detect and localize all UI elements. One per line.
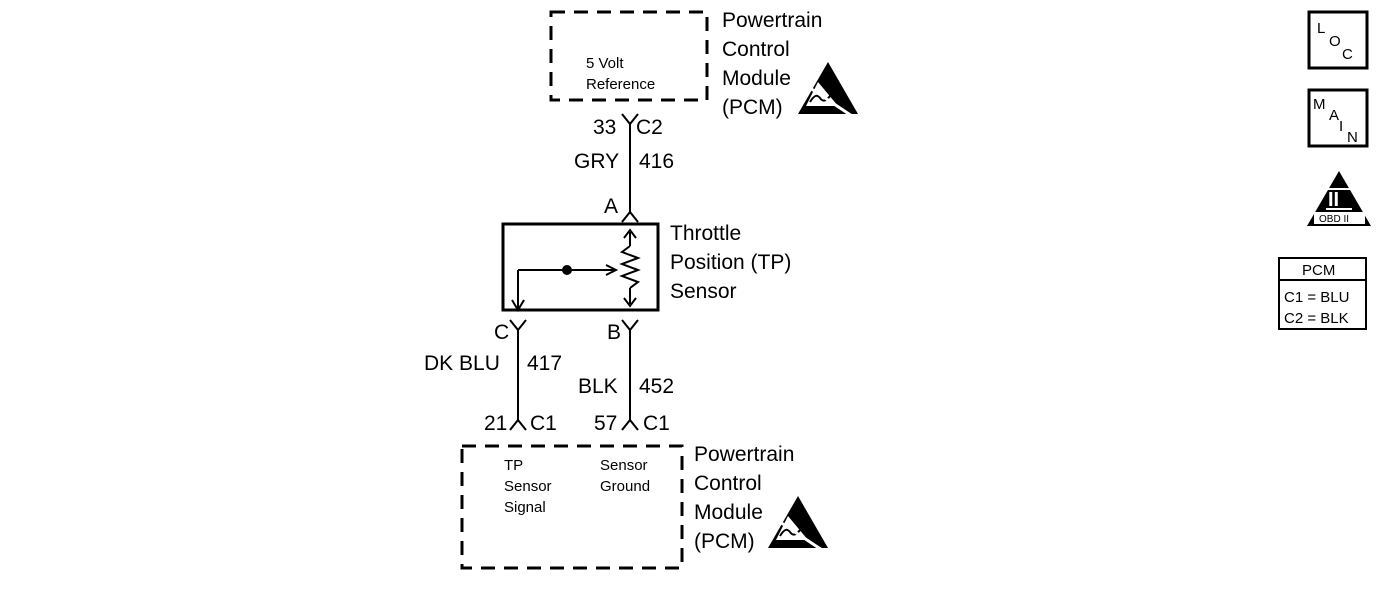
pcm-top-pin: 33 (593, 116, 616, 139)
svg-text:O: O (1329, 33, 1341, 50)
svg-text:N: N (1347, 129, 1358, 146)
svg-text:I: I (1339, 118, 1343, 135)
pcm-bottom-name-line4: (PCM) (694, 530, 755, 553)
tp-signal-line1: TP (504, 457, 523, 474)
connector-symbol (509, 319, 527, 332)
pcm-bottom-pin-left: 21 (484, 412, 507, 435)
wire-top-circuit: 416 (639, 150, 674, 173)
main-icon[interactable]: M A I N (1307, 88, 1369, 148)
tp-name-line1: Throttle (670, 222, 741, 245)
pcm-top-name-line2: Control (722, 38, 790, 61)
connector-symbol (509, 418, 527, 431)
pcm-top-ref-line2: Reference (586, 76, 655, 93)
pcm-bottom-connector-left: C1 (530, 412, 557, 435)
tp-pin-a: A (604, 195, 618, 218)
pcm-legend-title: PCM (1302, 262, 1335, 279)
tp-pin-b: B (607, 321, 621, 344)
pcm-top-name-line1: Powertrain (722, 9, 822, 32)
pcm-bottom-name-line1: Powertrain (694, 443, 794, 466)
tp-name-line2: Position (TP) (670, 251, 791, 274)
pcm-top-ref-line1: 5 Volt (586, 55, 624, 72)
tp-sensor-box (501, 222, 660, 312)
pcm-legend-row-2: C2 = BLK (1284, 310, 1349, 327)
wire-b-color: BLK (578, 375, 618, 398)
obd-ii-icon[interactable]: II OBD II (1307, 171, 1371, 226)
wire-c-circuit: 417 (527, 352, 562, 375)
pcm-top-name-line3: Module (722, 67, 791, 90)
pcm-bottom-connector-right: C1 (643, 412, 670, 435)
sensor-ground-line2: Ground (600, 478, 650, 495)
pcm-bottom-box (460, 444, 684, 570)
pcm-legend-row-1: C1 = BLU (1284, 289, 1349, 306)
connector-symbol (621, 210, 639, 223)
pcm-bottom-name-line3: Module (694, 501, 763, 524)
loc-icon[interactable]: L O C (1307, 10, 1369, 70)
tp-signal-line2: Sensor (504, 478, 552, 495)
svg-text:A: A (1329, 107, 1339, 124)
wire-c-color: DK BLU (424, 352, 500, 375)
potentiometer-symbol (511, 228, 641, 312)
pcm-bottom-pin-right: 57 (594, 412, 617, 435)
svg-text:OBD II: OBD II (1319, 214, 1349, 225)
svg-text:II: II (1328, 189, 1339, 211)
svg-text:M: M (1313, 96, 1326, 113)
pcm-top-box (549, 10, 709, 102)
esd-warning-icon (767, 496, 829, 556)
connector-symbol (621, 418, 639, 431)
pcm-bottom-name-line2: Control (694, 472, 762, 495)
tp-pin-c: C (494, 321, 509, 344)
tp-name-line3: Sensor (670, 280, 737, 303)
esd-warning-icon (797, 62, 859, 122)
sensor-ground-line1: Sensor (600, 457, 648, 474)
wire-b-circuit: 452 (639, 375, 674, 398)
pcm-connector-legend: PCM C1 = BLU C2 = BLK (1278, 257, 1367, 330)
connector-symbol (621, 319, 639, 332)
wire-top-color: GRY (574, 150, 619, 173)
svg-text:L: L (1317, 20, 1325, 37)
tp-signal-line3: Signal (504, 499, 546, 516)
svg-text:C: C (1342, 46, 1353, 63)
pcm-top-connector: C2 (636, 116, 663, 139)
pcm-top-name-line4: (PCM) (722, 96, 783, 119)
